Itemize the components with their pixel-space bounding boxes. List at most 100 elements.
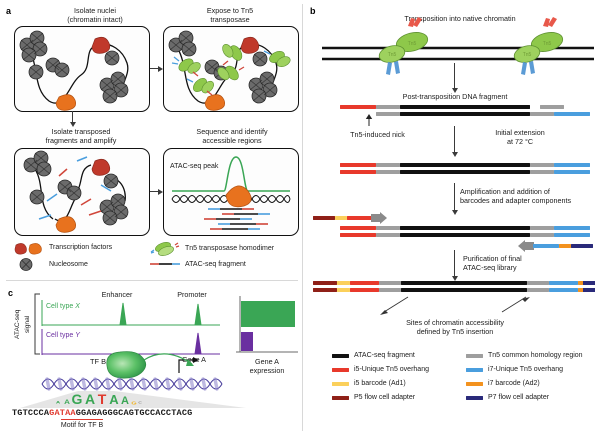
- y-axis-line1: ATAC-seq: [14, 309, 21, 339]
- legend-item-transcription-factors: Transcription factors: [14, 242, 112, 255]
- panel-c-expression-chart: [236, 296, 298, 353]
- legend-b-label-i7-barcode: i7 barcode (Ad2): [488, 380, 540, 387]
- final-i5bc-top: [337, 281, 350, 285]
- panel-a-letter: a: [6, 6, 12, 16]
- panel-c-expression-title-line2: expression: [249, 366, 285, 375]
- panel-c-track-celltype-x: Cell type X: [41, 300, 220, 326]
- bar-cell-type-y: [241, 332, 253, 351]
- svg-text:G: G: [72, 391, 83, 407]
- seg-atac-fragment-top: [400, 105, 530, 109]
- svg-text:A: A: [121, 395, 129, 407]
- panel-a-peak-label: ATAC-seq peak: [170, 163, 219, 170]
- amp-black-top: [400, 226, 530, 230]
- amp-i5-top: [340, 226, 376, 230]
- legend-b-label-p5-adapter: P5 flow cell adapter: [354, 394, 416, 401]
- seg-ext-hom-3: [376, 170, 400, 174]
- panel-c-expression-title-line1: Gene A: [255, 357, 279, 366]
- final-i5-top: [350, 281, 379, 285]
- seg-ext-i5-bot: [340, 170, 376, 174]
- seg-i5-overhang: [340, 105, 376, 109]
- svg-text:A: A: [56, 401, 61, 405]
- panel-b-label-amplification-line1: Amplification and addition of: [460, 187, 550, 196]
- panel-a-step1-title-line2: (chromatin intact): [67, 15, 123, 24]
- final-i5-bot: [350, 288, 379, 292]
- svg-text:T: T: [98, 391, 107, 407]
- panel-b-title-transposition: Transposition into native chromatin: [404, 14, 516, 23]
- amp-hom-2: [530, 226, 554, 230]
- panel-b-legend-left: ATAC-seq fragment i5-Unique Tn5 overhang…: [332, 352, 429, 401]
- final-i5bc-bot: [337, 288, 350, 292]
- primer-top-i5: [347, 216, 373, 220]
- svg-text:C: C: [138, 401, 142, 404]
- tn5-dimer-group: [171, 44, 291, 96]
- legend-label-atac-fragment: ATAC-seq fragment: [185, 260, 246, 268]
- seg-ext-black-bot: [400, 170, 530, 174]
- legend-item-nucleosome: Nucleosome: [14, 258, 112, 271]
- panel-b-label-amplification-line2: barcodes and adapter components: [460, 196, 572, 205]
- legend-b-label-atac-fragment: ATAC-seq fragment: [354, 352, 415, 359]
- panel-b-label-extension-line2: at 72 °C: [506, 137, 534, 146]
- panel-b-label-nick: Tn5-induced nick: [350, 130, 405, 139]
- swatch-p5-adapter: [332, 395, 349, 400]
- amp-hom-1: [376, 226, 400, 230]
- amp-i7-top: [554, 226, 590, 230]
- panel-c-label-enhancer: Enhancer: [101, 290, 133, 299]
- panel-a-step3-title-line1: Isolate transposed: [51, 127, 111, 136]
- legend-b-label-p7-adapter: P7 flow cell adapter: [488, 394, 550, 401]
- final-library-p7-caps: [583, 281, 595, 292]
- transcription-factor-icon: [14, 243, 42, 255]
- panel-a-step2-title-line2: transposase: [210, 15, 250, 24]
- panel-a-nuclei-box: [14, 26, 150, 112]
- sequence-motif: GATAA: [49, 408, 76, 418]
- final-p5-bot: [313, 288, 337, 292]
- panel-b-letter: b: [310, 6, 316, 16]
- final-black-top: [401, 281, 527, 285]
- seg-atac-fragment-bottom: [400, 112, 530, 116]
- legend-b-item-homology: Tn5 common homology region: [466, 352, 583, 359]
- panel-b-amplification: [310, 212, 595, 252]
- seg-homology-1: [376, 105, 400, 109]
- svg-text:Cell type X: Cell type X: [46, 303, 80, 310]
- seg-homology-4: [530, 112, 554, 116]
- panel-a-tn5-box: [163, 26, 299, 112]
- primer-arrow-left-icon: [518, 240, 534, 252]
- atac-peak-diagram: [171, 156, 291, 230]
- sequence-suffix: GGAGAGGGCAGTGCCACCTACG: [75, 408, 193, 418]
- panel-b-final-library: [313, 281, 593, 295]
- panel-a-legend-right: Tn5 transposase homodimer ATAC-seq fragm…: [150, 242, 274, 268]
- amp-hom-3: [376, 233, 400, 237]
- nucleosome-icon: [19, 258, 33, 271]
- legend-b-item-i5-overhang: i5-Unique Tn5 overhang: [332, 366, 429, 373]
- panel-b-arrow-2: [451, 126, 458, 157]
- seg-ext-hom-1: [376, 163, 400, 167]
- final-hom1-top: [379, 281, 401, 285]
- atac-fragment-icon: [150, 263, 180, 265]
- fragment-diagram: [23, 150, 129, 233]
- panel-c-label-promoter: Promoter: [177, 290, 207, 299]
- chromatin-diagram-2: [168, 30, 291, 111]
- panel-a-fragments-box: [14, 148, 150, 236]
- legend-label-tn5-homodimer: Tn5 transposase homodimer: [185, 245, 275, 252]
- tss-arrow-icon: [178, 357, 199, 373]
- legend-b-label-i5-barcode: i5 barcode (Ad1): [354, 380, 406, 387]
- swatch-p7-adapter: [466, 395, 483, 400]
- panel-b-arrow-4: [451, 250, 458, 281]
- y-axis-line2: signal: [24, 315, 31, 333]
- panel-a-step1-title-line1: Isolate nuclei: [74, 6, 116, 15]
- svg-text:Tn5: Tn5: [408, 41, 417, 47]
- seg-i7-overhang: [554, 112, 590, 116]
- swatch-i5-overhang: [332, 367, 349, 372]
- panel-c-sequence: TGTCCCAGATAAGGAGAGGGCAGTGCCACCTACG: [12, 408, 192, 418]
- seg-homology-3: [376, 112, 400, 116]
- panel-b-fragment-extended: [340, 163, 590, 177]
- legend-b-item-i5-barcode: i5 barcode (Ad1): [332, 380, 429, 387]
- legend-label-nucleosome: Nucleosome: [49, 261, 88, 268]
- legend-b-label-homology: Tn5 common homology region: [488, 352, 583, 359]
- legend-b-item-p7-adapter: P7 flow cell adapter: [466, 394, 583, 401]
- insertion-site-arrows: [380, 296, 530, 315]
- tn5-dimer-left: Tn5 Tn5: [378, 17, 429, 75]
- amp-i5-bot: [340, 233, 376, 237]
- final-hom2-top: [527, 281, 549, 285]
- final-hom1-bot: [379, 288, 401, 292]
- nick-arrow-icon: [365, 114, 373, 126]
